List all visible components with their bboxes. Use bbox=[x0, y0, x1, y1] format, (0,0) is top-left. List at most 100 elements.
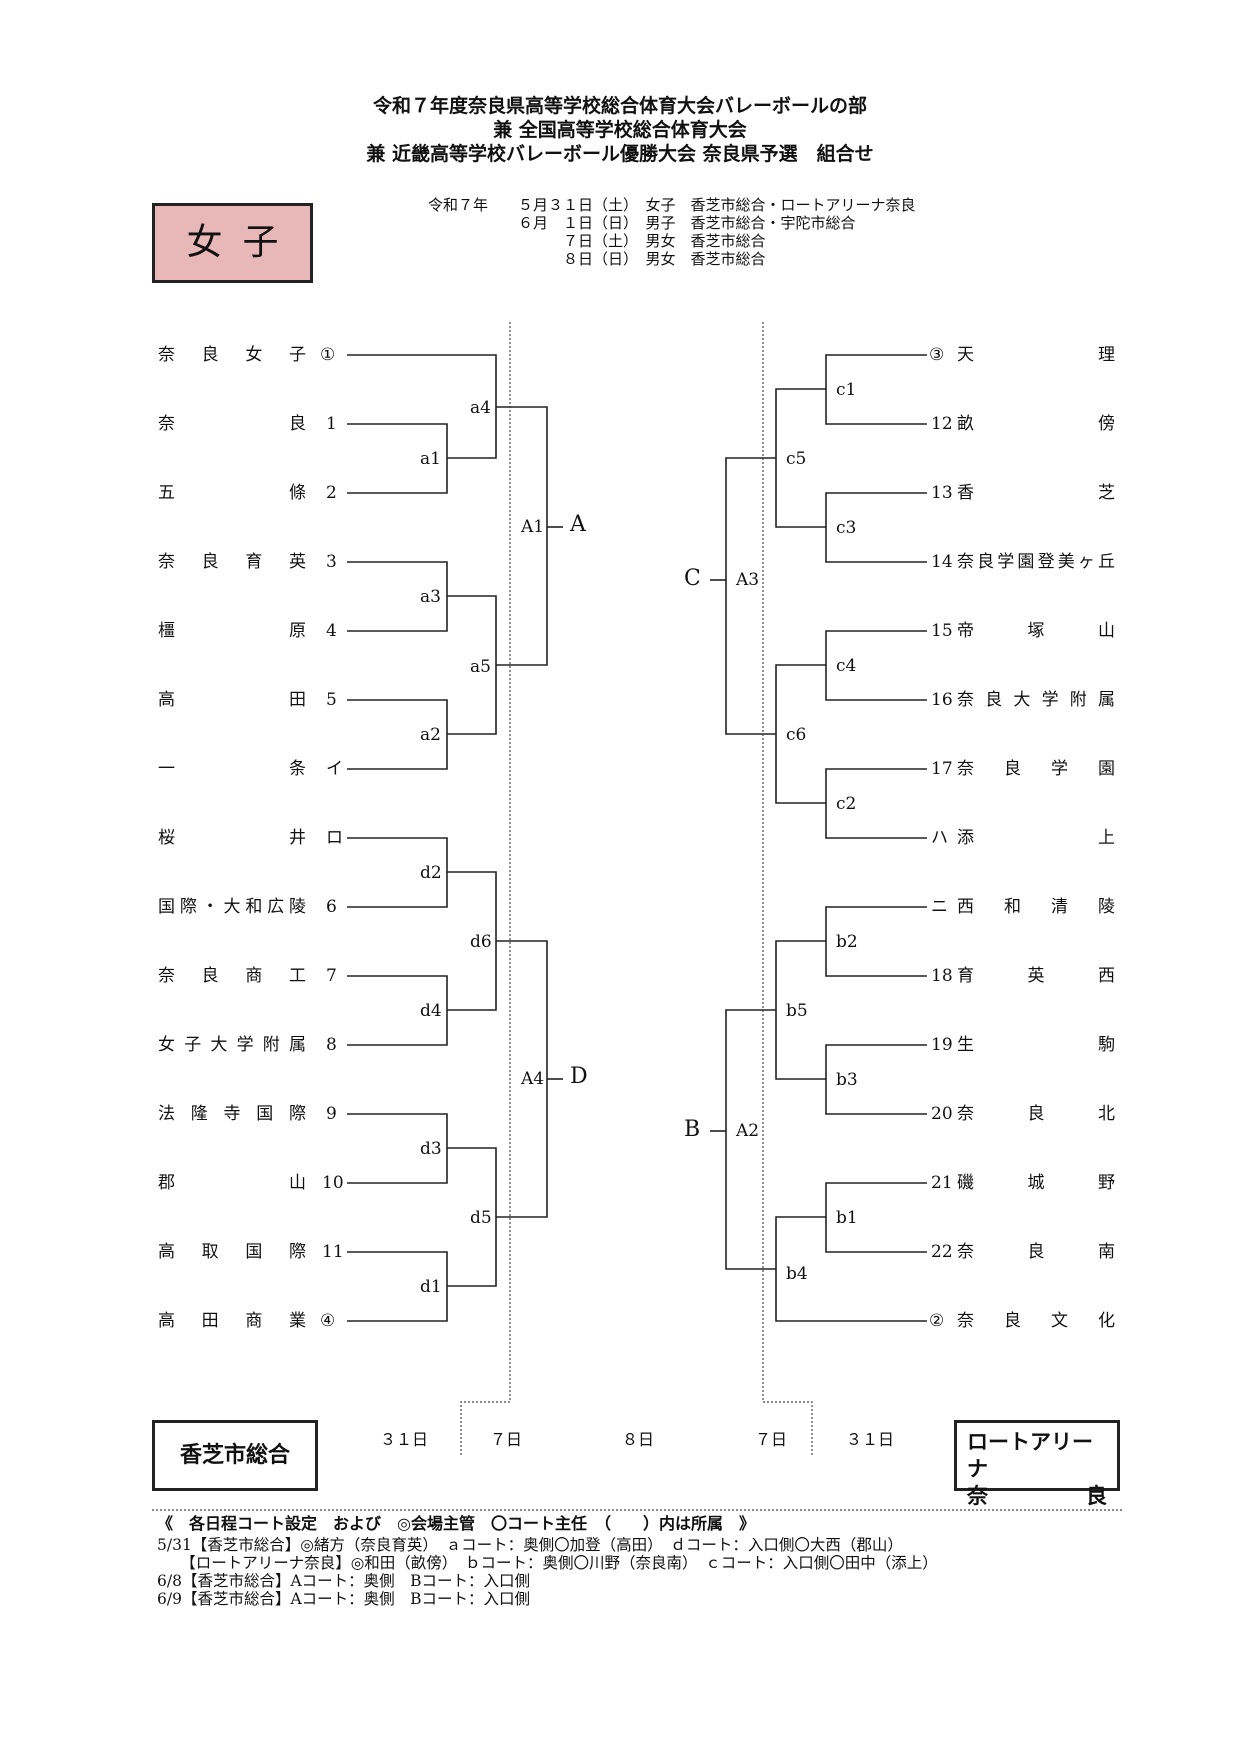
left-team-name: 奈良商工 bbox=[158, 964, 306, 988]
right-team-char: 良 bbox=[1027, 1242, 1045, 1262]
left-team-seed: ④ bbox=[320, 1311, 336, 1331]
right-team-name: 香芝 bbox=[957, 481, 1115, 505]
left-team-char: 良 bbox=[201, 966, 219, 986]
bracket-A3 bbox=[725, 457, 776, 735]
bracket-A2 bbox=[725, 1009, 776, 1270]
left-team-char: 山 bbox=[289, 1173, 306, 1193]
left-team-char: 田 bbox=[289, 690, 306, 710]
left-team-char: 和 bbox=[245, 897, 263, 917]
right-team-seed: ニ bbox=[931, 897, 948, 917]
left-team-seed: 1 bbox=[326, 414, 337, 434]
left-team-char: 良 bbox=[201, 552, 219, 572]
notes-line-3: 6/8【香芝市総合】Aコート：奥側 Bコート：入口側 bbox=[157, 1572, 531, 1590]
right-team-name: 畝傍 bbox=[957, 412, 1115, 436]
right-team-char: 南 bbox=[1098, 1242, 1115, 1262]
match-label-d4: d4 bbox=[420, 1001, 442, 1021]
right-team-char: 良 bbox=[1004, 1311, 1021, 1331]
right-team-char: 英 bbox=[1027, 966, 1045, 986]
match-label-d2: d2 bbox=[420, 863, 442, 883]
right-team-name: 奈良文化 bbox=[957, 1309, 1115, 1333]
right-team-char: 学 bbox=[1041, 690, 1059, 710]
right-team-char: 属 bbox=[1097, 690, 1115, 710]
right-team-name: 磯城野 bbox=[957, 1171, 1115, 1195]
schedule-line-2: ６月 １日（日） 男子 香芝市総合・宇陀市総合 bbox=[428, 214, 856, 232]
left-team-char: 子 bbox=[288, 345, 306, 365]
left-team-seed: 4 bbox=[326, 621, 337, 641]
division-badge: 女子 bbox=[152, 203, 313, 283]
right-team-char: 西 bbox=[957, 897, 974, 917]
left-team-name: 五條 bbox=[158, 481, 306, 505]
right-team-char: 城 bbox=[1027, 1173, 1045, 1193]
match-label-a3: a3 bbox=[420, 587, 441, 607]
schedule-line-4: ８日（日） 男女 香芝市総合 bbox=[428, 250, 766, 268]
left-team-char: 原 bbox=[289, 621, 306, 641]
notes-heading: 《 各日程コート設定 および ◎会場主管 〇コート主任 （ ）内は所属 》 bbox=[157, 1514, 755, 1533]
right-team-char: 良 bbox=[977, 552, 995, 572]
match-label-b2: b2 bbox=[836, 932, 858, 952]
venue-right-char2: 良 bbox=[1086, 1484, 1107, 1508]
right-team-char: 学 bbox=[1051, 759, 1068, 779]
left-team-name: 国際・大和広陵 bbox=[158, 895, 306, 919]
bracket-A1 bbox=[496, 406, 548, 666]
right-team-seed: ③ bbox=[929, 345, 945, 365]
left-team-name: 桜井 bbox=[158, 826, 306, 850]
left-team-char: 工 bbox=[288, 966, 306, 986]
right-team-seed: ハ bbox=[931, 828, 948, 848]
right-team-char: 附 bbox=[1069, 690, 1087, 710]
left-team-char: 奈 bbox=[158, 552, 175, 572]
right-team-char: 園 bbox=[1017, 552, 1035, 572]
match-label-c3: c3 bbox=[836, 518, 857, 538]
right-team-char: 文 bbox=[1051, 1311, 1068, 1331]
left-team-seed: ① bbox=[320, 345, 336, 365]
title-line-2: 兼 全国高等学校総合体育大会 bbox=[493, 119, 747, 141]
right-team-seed: 17 bbox=[931, 759, 953, 779]
right-team-name: 奈良北 bbox=[957, 1102, 1115, 1126]
right-team-char: 理 bbox=[1098, 345, 1115, 365]
venue-right-box: ロートアリーナ 奈 良 bbox=[954, 1420, 1120, 1508]
right-team-char: 園 bbox=[1098, 759, 1115, 779]
right-team-char: 香 bbox=[957, 483, 974, 503]
left-team-seed: ロ bbox=[326, 828, 343, 848]
right-team-char: 丘 bbox=[1097, 552, 1115, 572]
notes-line-2: 【ロートアリーナ奈良】◎和田（畝傍） ｂコート：奥側〇川野（奈良南） ｃコート：… bbox=[157, 1554, 938, 1572]
right-team-char: 添 bbox=[957, 828, 974, 848]
block-letter-A: A bbox=[570, 512, 586, 537]
left-team-name: 高取国際 bbox=[158, 1240, 306, 1264]
left-team-char: 寺 bbox=[223, 1104, 241, 1124]
match-label-d1: d1 bbox=[420, 1277, 442, 1297]
left-team-char: 良 bbox=[201, 345, 219, 365]
left-team-name: 女子大学附属 bbox=[158, 1033, 306, 1057]
left-team-char: 奈 bbox=[158, 345, 175, 365]
right-team-name: 奈良大学附属 bbox=[957, 688, 1115, 712]
left-team-name: 奈良女子 bbox=[158, 343, 306, 367]
right-team-char: 西 bbox=[1098, 966, 1115, 986]
right-team-char: 和 bbox=[1004, 897, 1021, 917]
left-team-char: 一 bbox=[158, 759, 175, 779]
left-team-seed: 6 bbox=[326, 897, 337, 917]
right-team-name: 生駒 bbox=[957, 1033, 1115, 1057]
left-team-char: 際 bbox=[179, 897, 197, 917]
match-label-a4: a4 bbox=[470, 398, 491, 418]
day-label-right-2: ７日 bbox=[755, 1430, 788, 1449]
left-team-seed: 3 bbox=[326, 552, 337, 572]
left-team-char: 女 bbox=[158, 1035, 175, 1055]
title-line-3: 兼 近畿高等学校バレーボール優勝大会 奈良県予選 組合せ bbox=[366, 143, 874, 165]
left-team-char: 高 bbox=[158, 1242, 175, 1262]
match-label-b3: b3 bbox=[836, 1070, 858, 1090]
left-team-name: 一条 bbox=[158, 757, 306, 781]
divider-right bbox=[762, 322, 813, 1455]
left-team-char: 附 bbox=[262, 1035, 280, 1055]
right-team-char: 傍 bbox=[1098, 414, 1115, 434]
left-team-char: 英 bbox=[288, 552, 306, 572]
left-team-name: 法隆寺国際 bbox=[158, 1102, 306, 1126]
left-team-char: 良 bbox=[289, 414, 306, 434]
right-team-char: 化 bbox=[1098, 1311, 1115, 1331]
left-team-char: 女 bbox=[245, 345, 263, 365]
schedule-line-1: 令和７年 ５月３１日（土） 女子 香芝市総合・ロートアリーナ奈良 bbox=[428, 196, 916, 214]
match-label-a5: a5 bbox=[470, 657, 491, 677]
right-team-char: 駒 bbox=[1098, 1035, 1115, 1055]
day-label-right-1: ３１日 bbox=[846, 1430, 895, 1449]
left-team-char: 子 bbox=[184, 1035, 202, 1055]
notes-line-4: 6/9【香芝市総合】Aコート：奥側 Bコート：入口側 bbox=[157, 1590, 531, 1608]
left-team-char: 商 bbox=[245, 1311, 263, 1331]
